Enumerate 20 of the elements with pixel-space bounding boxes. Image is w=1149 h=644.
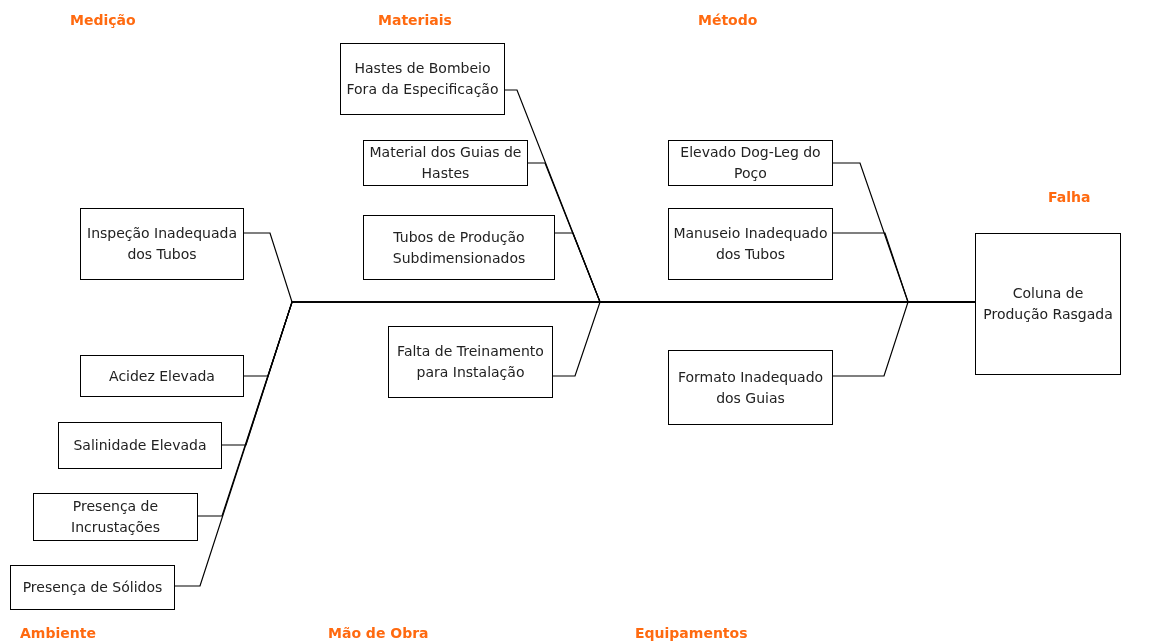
cause-box: Presença de Sólidos <box>10 565 175 610</box>
cause-box: Inspeção Inadequada dos Tubos <box>80 208 244 280</box>
category-label: Ambiente <box>20 625 96 641</box>
category-label: Medição <box>70 12 136 28</box>
category-label: Mão de Obra <box>328 625 429 641</box>
category-label: Método <box>698 12 758 28</box>
cause-box: Acidez Elevada <box>80 355 244 397</box>
cause-box: Hastes de Bombeio Fora da Especificação <box>340 43 505 115</box>
effect-heading: Falha <box>1048 189 1091 205</box>
cause-box: Falta de Treinamento para Instalação <box>388 326 553 398</box>
category-label: Equipamentos <box>635 625 748 641</box>
cause-box: Material dos Guias de Hastes <box>363 140 528 186</box>
cause-box: Tubos de Produção Subdimensionados <box>363 215 555 280</box>
cause-box: Formato Inadequado dos Guias <box>668 350 833 425</box>
effect-box: Coluna de Produção Rasgada <box>975 233 1121 375</box>
cause-box: Presença de Incrustações <box>33 493 198 541</box>
cause-box: Manuseio Inadequado dos Tubos <box>668 208 833 280</box>
cause-box: Elevado Dog-Leg do Poço <box>668 140 833 186</box>
cause-box: Salinidade Elevada <box>58 422 222 469</box>
category-label: Materiais <box>378 12 452 28</box>
